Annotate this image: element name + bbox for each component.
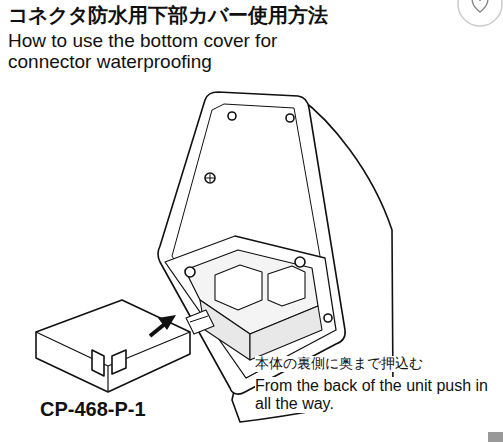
bottom-cover-part [36, 300, 190, 392]
heart-button [458, 0, 502, 26]
insert-arrowhead [158, 315, 176, 330]
title-english: How to use the bottom cover for connecto… [8, 30, 283, 73]
part-number: CP-468-P-1 [40, 398, 146, 420]
unit-housing [158, 92, 393, 422]
corner-bar [488, 432, 503, 442]
heart-icon [472, 0, 487, 12]
title-japanese: コネクタ防水用下部カバー使用方法 [8, 4, 328, 26]
instruction-english: From the back of the unit push in all th… [255, 377, 495, 413]
instruction-japanese: 本体の裏側に奥まで押込む [255, 356, 423, 372]
